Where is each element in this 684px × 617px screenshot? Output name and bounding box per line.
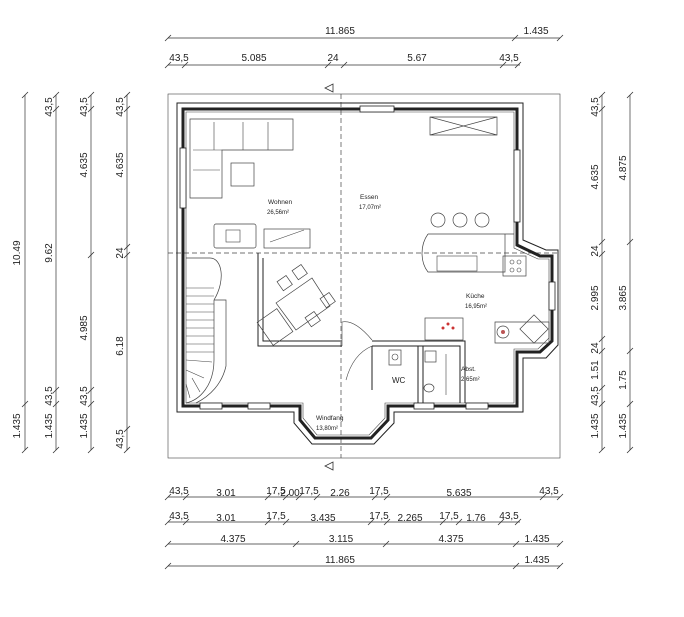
room-label-abst: Abst.	[461, 366, 476, 373]
dim-overhang-right: 1.435	[523, 26, 548, 37]
dim-top-seg-5: 43,5	[499, 53, 519, 64]
dining-furniture	[256, 116, 514, 346]
room-label-essen: Essen	[360, 194, 378, 201]
dim-bottom-r1-7: 17,5	[369, 486, 389, 497]
section-arrow-top	[324, 83, 334, 93]
dim-bottom-r1-5: 17,5	[299, 486, 319, 497]
kitchen-furniture	[424, 255, 550, 344]
windows	[179, 105, 556, 410]
dim-left-c2-2: 9.62	[44, 243, 55, 263]
interior-walls	[257, 253, 466, 403]
dim-bottom-r1-2: 3.01	[216, 488, 236, 499]
section-arrow-bottom	[324, 461, 334, 471]
staircase	[185, 257, 227, 404]
top-dimensions: 11.865 1.435 43,5 5.085 24 5.67 43,5	[164, 26, 564, 69]
dim-left-c2-4: 1.435	[44, 413, 55, 438]
dim-bottom-r2-2: 3.01	[216, 513, 236, 524]
room-label-wohnen: Wohnen	[268, 199, 292, 206]
dim-left-c3-4: 43,5	[79, 386, 90, 406]
dim-right-c1-3: 24	[590, 245, 601, 257]
dim-left-c2-1: 43,5	[44, 97, 55, 117]
dim-top-seg-1: 43,5	[169, 53, 189, 64]
room-area-abst: 2,65m²	[461, 377, 480, 383]
dim-bottom-r3-1: 4.375	[220, 534, 245, 545]
dim-left-c4-4: 6.18	[115, 336, 126, 356]
room-labels: Wohnen 26,56m² Essen 17,07m² Küche 16,95…	[267, 194, 487, 432]
room-area-wohnen: 26,56m²	[267, 210, 289, 216]
dim-left-c4-2: 4.635	[115, 152, 126, 177]
dim-bottom-r2-6: 2.265	[397, 513, 422, 524]
dim-left-c4-1: 43,5	[115, 97, 126, 117]
room-area-windfang: 13,80m²	[316, 426, 338, 432]
dim-left-c3-1: 43,5	[79, 97, 90, 117]
dim-bottom-r1-9: 43,5	[539, 486, 559, 497]
dim-bottom-overall: 11.865	[325, 555, 355, 566]
dim-right-c2-2: 3.865	[618, 285, 629, 310]
dim-bottom-r2-4: 3.435	[310, 513, 335, 524]
room-label-kueche: Küche	[466, 293, 485, 300]
dim-bottom-r2-3: 17,5	[266, 511, 286, 522]
room-label-wc: WC	[392, 376, 406, 385]
dim-bottom-overhang: 1.435	[524, 555, 549, 566]
roof-overhang-outline	[167, 93, 561, 459]
dim-bottom-r2-5: 17,5	[369, 511, 389, 522]
dim-top-seg-2: 5.085	[241, 53, 266, 64]
dim-left-c3-2: 4.635	[79, 152, 90, 177]
dim-left-c1-2: 1.435	[12, 413, 23, 438]
dim-bottom-r2-7: 17,5	[439, 511, 459, 522]
dim-bottom-r1-1: 43,5	[169, 486, 189, 497]
dim-bottom-r1-8: 5.635	[446, 488, 471, 499]
dim-bottom-r2-1: 43,5	[169, 511, 189, 522]
dim-right-c2-3: 1.75	[618, 370, 629, 390]
dim-right-c1-4: 2.995	[590, 285, 601, 310]
dim-bottom-r2-9: 43,5	[499, 511, 519, 522]
dim-left-c4-3: 24	[115, 247, 126, 259]
dim-bottom-r3-4: 1.435	[524, 534, 549, 545]
dim-right-c1-5: 24	[590, 342, 601, 354]
dim-right-c2-4: 1.435	[618, 413, 629, 438]
dim-left-c4-5: 43,5	[115, 429, 126, 449]
dim-left-c3-5: 1.435	[79, 413, 90, 438]
dim-bottom-r1-6: 2.26	[330, 488, 350, 499]
dim-bottom-r3-3: 4.375	[438, 534, 463, 545]
section-axis	[168, 83, 560, 471]
dim-overall-width: 11.865	[325, 26, 355, 37]
dim-right-c1-8: 1.435	[590, 413, 601, 438]
dim-top-seg-4: 5.67	[407, 53, 427, 64]
right-dimensions: 43,5 4.635 24 2.995 24 1.51 43,5 1.435 4…	[590, 91, 634, 454]
dim-right-c1-7: 43,5	[590, 386, 601, 406]
dim-bottom-r2-8: 1.76	[466, 513, 486, 524]
dim-bottom-r1-4: 2.00	[280, 488, 300, 499]
living-furniture	[189, 118, 311, 249]
bottom-dimensions: 43,5 3.01 17,5 2.00 17,5 2.26 17,5 5.635…	[164, 486, 564, 570]
room-area-essen: 17,07m²	[359, 205, 381, 211]
dim-right-c1-1: 43,5	[590, 97, 601, 117]
dim-bottom-r3-2: 3.115	[329, 534, 354, 545]
dim-left-c1-1: 10.49	[12, 240, 23, 265]
dim-bottom-r1-3: 17,5	[266, 486, 286, 497]
room-area-kueche: 16,95m²	[465, 304, 487, 310]
dim-right-c1-6: 1.51	[590, 360, 601, 380]
dim-right-c1-2: 4.635	[590, 164, 601, 189]
wc-fixtures	[388, 349, 447, 395]
dim-left-c3-3: 4.985	[79, 315, 90, 340]
dim-left-c2-3: 43,5	[44, 386, 55, 406]
dim-top-seg-3: 24	[327, 53, 339, 64]
dim-right-c2-1: 4.875	[618, 155, 629, 180]
room-label-windfang: Windfang	[316, 415, 344, 422]
exterior-walls	[176, 102, 559, 445]
left-dimensions: 10.49 1.435 43,5 9.62 43,5 1.435 43,5 4.…	[12, 91, 131, 454]
